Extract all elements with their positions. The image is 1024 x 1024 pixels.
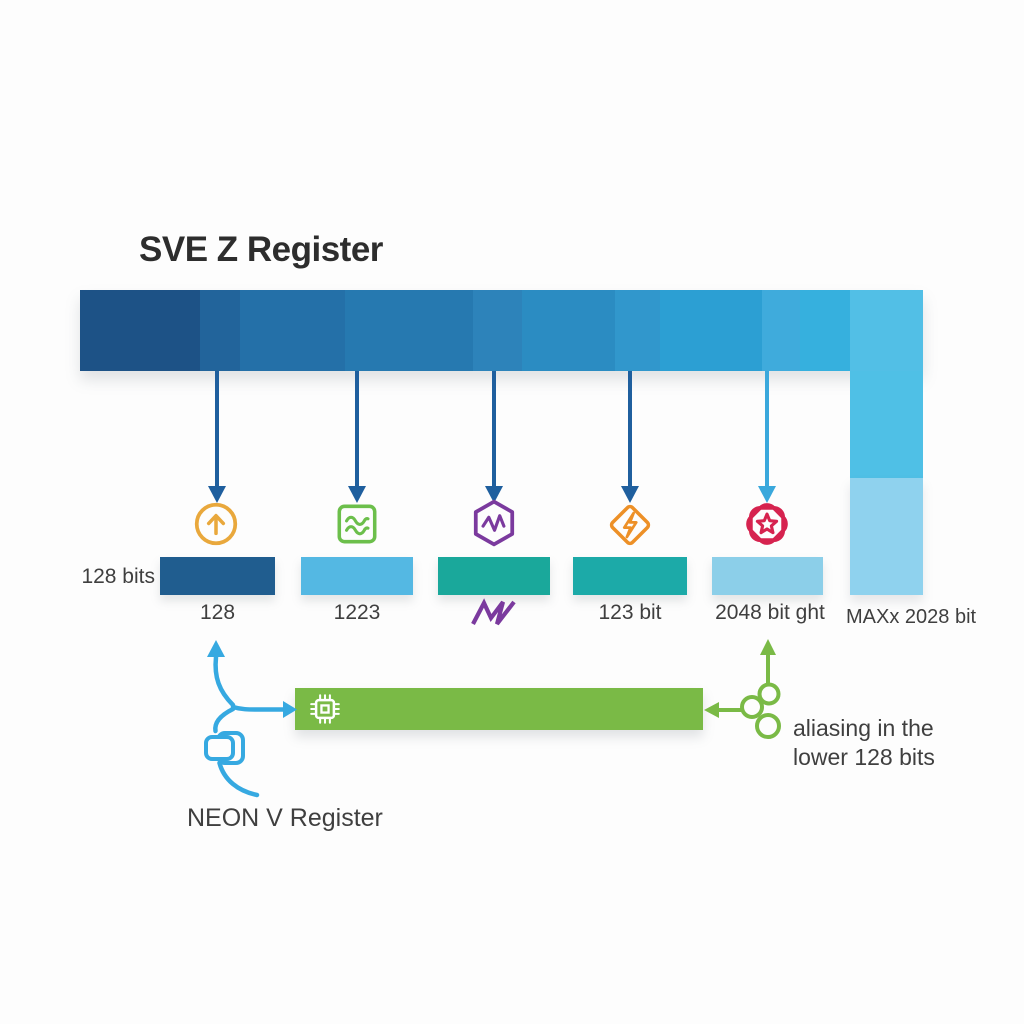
sve-overflow-column-lower (850, 478, 923, 595)
overflow-label: MAXx 2028 bit (846, 606, 977, 628)
page-title: SVE Z Register (139, 230, 383, 269)
left-arrowhead (704, 702, 719, 718)
left-cap-label: 128 bits (81, 565, 155, 588)
sve-bar-segment (660, 290, 762, 371)
lane-label: 128 (199, 601, 236, 624)
aliasing-note-line1: aliasing in the (793, 715, 934, 741)
up-arrowhead (207, 640, 225, 657)
sve-register-bar (80, 290, 923, 371)
waves-square-icon (332, 499, 382, 549)
pulse-hexagon-icon (469, 498, 519, 548)
lane-bar-123 (573, 557, 687, 595)
lane-bar-3 (438, 557, 550, 595)
neon-register-bar (295, 688, 703, 730)
lane-bar-128 (160, 557, 275, 595)
sve-bar-segment (240, 290, 345, 371)
down-arrow (758, 371, 776, 503)
neon-register-label: NEON V Register (187, 804, 383, 832)
sve-bar-segment (850, 290, 923, 371)
sve-bar-segment (473, 290, 522, 371)
star-badge-icon (742, 499, 792, 549)
sve-overflow-column-upper (850, 371, 923, 478)
down-arrow (348, 371, 366, 503)
aliasing-note: aliasing in the lower 128 bits (793, 714, 935, 772)
zigzag-glyph (465, 598, 523, 626)
sve-bar-segment (800, 290, 850, 371)
lane-label: 2048 bit ght (715, 601, 825, 624)
sve-bar-segment (200, 290, 240, 371)
sve-bar-segment (345, 290, 473, 371)
up-arrowhead (760, 639, 776, 655)
sve-bar-segment (80, 290, 200, 371)
lane-bar-1223 (301, 557, 413, 595)
chip-icon (309, 693, 341, 725)
lightning-diamond-icon (605, 500, 655, 550)
sve-bar-segment (522, 290, 615, 371)
down-arrow (208, 371, 226, 503)
lane-label: 123 bit (598, 601, 662, 624)
down-arrow (621, 371, 639, 503)
copy-icon (204, 731, 245, 765)
lane-label: 1223 (333, 601, 381, 624)
down-arrow (485, 371, 503, 503)
arrow-up-circle-icon (191, 499, 241, 549)
sve-bar-segment (762, 290, 800, 371)
aliasing-note-line2: lower 128 bits (793, 744, 935, 770)
sve-bar-segment (615, 290, 660, 371)
lane-bar-2048 (712, 557, 823, 595)
